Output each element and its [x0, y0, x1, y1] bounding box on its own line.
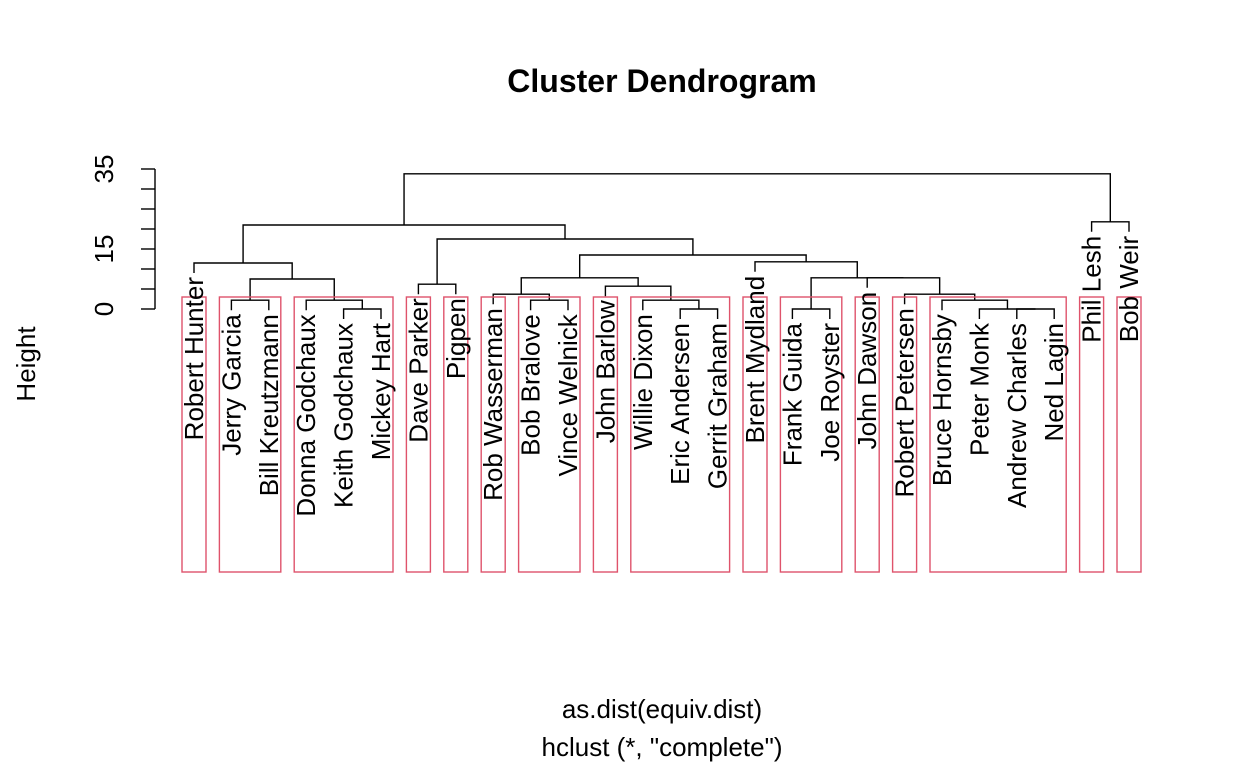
leaf-label: Eric Andersen	[665, 323, 695, 485]
cluster-box	[891, 296, 918, 573]
y-tick-label: 35	[89, 155, 119, 184]
cluster-box	[517, 296, 581, 573]
chart-title: Cluster Dendrogram	[507, 63, 816, 99]
dendrogram-branch	[492, 293, 550, 305]
y-axis-label: Height	[11, 326, 41, 402]
leaf-label: John Dawson	[852, 292, 882, 450]
dendrogram-branch	[193, 262, 293, 279]
cluster-box	[1078, 296, 1105, 573]
leaf-label: Bob Bralove	[516, 314, 546, 456]
y-tick-label: 0	[89, 302, 119, 316]
leaf-label: Bill Kreutzmann	[254, 314, 284, 496]
leaf-label: Ned Lagin	[1039, 323, 1069, 442]
cluster-box	[742, 296, 768, 573]
leaf-label: Phil Lesh	[1077, 236, 1107, 343]
cluster-box	[592, 296, 619, 573]
leaf-label: Keith Godchaux	[329, 323, 359, 508]
dendrogram-branch	[417, 283, 457, 295]
dendrogram-branch	[1090, 221, 1130, 232]
dendrogram-branch	[242, 224, 566, 263]
cluster-box	[929, 296, 1067, 573]
cluster-box	[630, 296, 731, 573]
cluster-box	[1116, 296, 1142, 573]
dendrogram-branch	[978, 308, 1036, 319]
leaf-label: Robert Hunter	[179, 277, 209, 441]
leaf-label: Rob Wasserman	[478, 308, 508, 501]
leaf-label: Brent Mydland	[740, 276, 770, 444]
leaf-label: Robert Petersen	[890, 308, 920, 497]
dendrogram-branch	[578, 254, 807, 278]
cluster-box	[854, 296, 880, 573]
leaf-label: Mickey Hart	[366, 322, 396, 460]
dendrogram-branch	[604, 285, 672, 301]
dendrogram-branch	[679, 308, 719, 319]
dendrogram-branch	[810, 277, 904, 309]
leaf-label: Joe Royster	[815, 323, 845, 462]
cluster-box	[293, 296, 394, 573]
cluster-boxes	[181, 296, 1142, 573]
leaf-label: Peter Monk	[964, 322, 994, 456]
dendrogram-branch	[791, 308, 831, 319]
leaf-label: Jerry Garcia	[216, 314, 246, 456]
dendrogram-branch	[903, 293, 976, 305]
cluster-box	[480, 296, 506, 573]
cluster-box	[181, 296, 207, 573]
leaf-label: Bruce Hornsby	[927, 314, 957, 486]
leaf-label: Bob Weir	[1114, 235, 1144, 342]
cluster-box	[779, 296, 843, 573]
y-tick-label: 15	[89, 235, 119, 264]
cluster-box	[443, 296, 469, 573]
leaf-label: Dave Parker	[403, 298, 433, 443]
leaf-label: Gerrit Graham	[703, 323, 733, 489]
leaf-label: Frank Guida	[777, 322, 807, 466]
dendrogram-branch	[342, 308, 382, 319]
leaf-label: Vince Welnick	[553, 313, 583, 476]
dendrogram-branch	[754, 261, 858, 278]
leaf-label: John Barlow	[590, 300, 620, 443]
cluster-box	[218, 296, 282, 573]
cluster-box	[405, 296, 432, 573]
leaf-label: Andrew Charles	[1002, 323, 1032, 508]
dendrogram-branch	[403, 173, 1111, 225]
dendrogram-branch	[529, 299, 569, 311]
y-axis: 0 15 35	[89, 155, 156, 316]
leaf-label: Willie Dixon	[628, 314, 658, 450]
method-sublabel: hclust (*, "complete")	[542, 732, 783, 762]
dendrogram-branches	[193, 173, 1130, 319]
x-axis-label: as.dist(equiv.dist)	[562, 694, 762, 724]
dendrogram-branch	[866, 277, 941, 295]
dendrogram-branch	[230, 299, 270, 311]
dendrogram-branch	[1016, 308, 1055, 319]
leaf-label: Donna Godchaux	[291, 314, 321, 516]
leaf-label: Pigpen	[441, 298, 471, 379]
